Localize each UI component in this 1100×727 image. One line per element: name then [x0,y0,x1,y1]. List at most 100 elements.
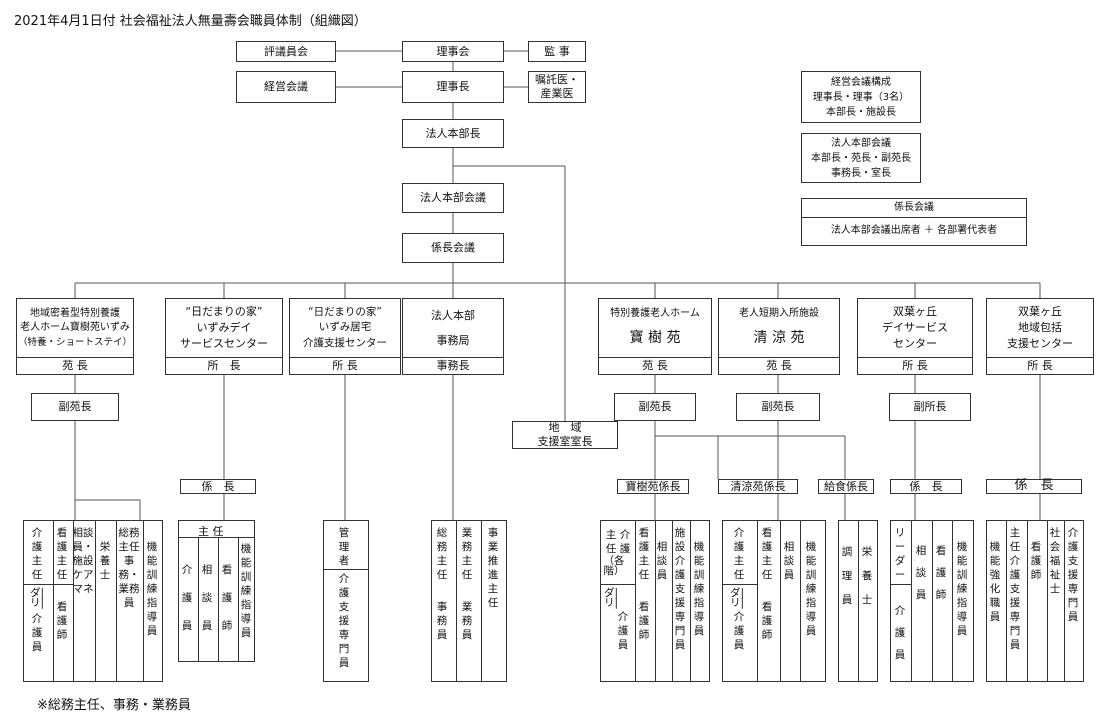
staff-group-6 [722,520,826,682]
staff-divider [600,584,635,585]
honbu-info-line2: 事務長・室長 [831,167,891,179]
staff-divider [911,520,912,682]
staff-divider [218,537,219,662]
staff-somu-shunin: 総務主任事務・業務員 [118,527,140,609]
staff-divider [858,520,859,682]
kakaricho-7-box: 係 長 [890,479,962,494]
staff-kango-shunin: 看護主任 [56,527,68,581]
staff-divider [952,520,953,682]
facility-4-box: 法人本部 事務局 [402,298,504,358]
rijicho-box: 理事長 [402,71,504,103]
staff-group-3 [323,520,369,682]
facility-1-line2: 老人ホーム寶樹苑いずみ [20,322,130,334]
kakari-info-title: 係長会議 [894,201,934,213]
staff-6-choriin: 調理員 [841,546,853,606]
facility-6-box: 老人短期入所施設 清 涼 苑 [718,298,840,358]
staff-group-2 [178,520,255,662]
keiei-info-box: 経営会議構成 理事長・理事（3名） 本部長・施設長 [801,71,921,123]
staff-sodanin-caremanager: 相談員・施設ケアマネ [72,527,94,595]
staff-divider [23,584,73,585]
facility-1-line1: 地域密着型特別養護 [30,307,120,319]
facility-8-head: 所 長 [986,358,1094,375]
facility-3-head: 所 長 [289,358,401,375]
chiiki-shienshitsu-box: 地 域 支援室室長 [512,421,618,449]
facility-2-line3: サービスセンター [180,336,268,350]
staff-divider [456,520,457,682]
staff-divider [800,520,801,682]
facility-2-head: 所 長 [165,358,283,375]
facility-5-line2: 寶 樹 苑 [629,330,681,346]
kakari-info-title-box: 係長会議 [801,198,1027,218]
facility-7-line3: センター [893,336,937,350]
staff-divider [1006,520,1007,682]
staff-2-kangoshi: 看護師 [221,564,233,632]
fukushocho-7-label: 副所長 [913,400,947,414]
kanji-box: 監 事 [528,41,586,62]
staff-kaigoin: 介護員 [31,613,43,653]
staff-divider [635,520,636,682]
facility-6-head: 苑 長 [718,358,840,375]
facility-6-head-label: 苑 長 [766,359,792,373]
staff-group-4 [431,520,507,682]
facility-3-line2: いずみ居宅 [318,321,372,334]
staff-5-shisetsu-kaigo-shien: 施設介護支援専門員 [674,527,686,651]
staff-kaigo-shunin: 介護主任 [31,527,43,581]
staff-6-sodanin: 相談員 [783,541,795,581]
staff-divider [178,537,255,538]
facility-2-line1: “日だまりの家” [185,305,263,319]
kakaricho-5-label: 寶樹苑係長 [625,479,681,493]
staff-divider [323,569,369,570]
kakaricho-8-label: 係 長 [1014,478,1054,494]
kakari-info-body-box: 法人本部会議出席者 ＋ 各部署代表者 [801,218,1027,246]
kyushoku-kakaricho-box: 給食係長 [818,479,874,494]
facility-5-head-label: 苑 長 [642,359,668,373]
facility-5-head: 苑 長 [598,358,712,375]
fukuencho-5-box: 副苑長 [614,393,696,421]
kakaricho-2-box: 係 長 [180,479,256,494]
staff-somu-shunin-4: 総務主任 [436,527,448,581]
shokui-box: 嘱託医・産業医 [528,71,586,103]
staff-divider [1047,520,1048,682]
staff-kaigo-shien-senmonin: 介護支援専門員 [338,573,350,669]
chart-title: 2021年4月1日付 社会福祉法人無量壽会職員体制（組織図） [14,14,367,29]
staff-7-kaigoin: 介護員 [894,605,906,661]
fukuencho-5-label: 副苑長 [638,400,672,414]
kakaricho-6-label: 清涼苑係長 [730,479,786,493]
kakaricho-2-label: 係 長 [201,479,235,493]
staff-divider [95,520,96,682]
honbu-info-box: 法人本部会議 本部長・苑長・副苑長 事務長・室長 [801,133,921,183]
rijikai-label: 理事会 [436,44,470,58]
staff-divider [481,520,482,682]
staff-group-8 [986,520,1084,682]
staff-divider [143,520,144,682]
staff-7-kangoshi: 看護師 [935,545,947,601]
staff-5-kaigo: 介護 [619,529,631,555]
facility-2-box: “日だまりの家” いずみデイ サービスセンター [165,298,283,358]
staff-2-kino-kunren: 機能訓練指導員 [240,543,252,639]
facility-4-head: 事務長 [402,358,504,375]
facility-2-head-label: 所 長 [207,359,241,373]
hyogiin-label: 評議員会 [264,44,308,58]
facility-3-box: “日だまりの家” いずみ居宅 介護支援センター [289,298,401,358]
staff-6-kango-shunin: 看護主任 [761,527,773,581]
staff-group-1 [23,520,163,682]
staff-divider [198,537,199,662]
shunin-2-label: 主 任 [198,525,224,538]
keiei-box: 経営会議 [236,71,336,103]
staff-6-kangoshi: 看護師 [761,601,773,641]
shokui-label-2: 産業医 [540,87,574,100]
staff-divider [890,584,911,585]
staff-jigyo-suishin-shunin: 事業推進主任 [487,527,499,609]
staff-divider [690,520,691,682]
fukuencho-6-box: 副苑長 [736,393,820,421]
honbukaigi-label: 法人本部会議 [420,191,486,205]
staff-divider [722,584,757,585]
staff-6-kino-kunren: 機能訓練指導員 [805,541,817,637]
staff-gyomu-shunin: 業務主任 [461,527,473,581]
staff-6-eiyoshi: 栄養士 [861,546,873,606]
fukushocho-7-box: 副所長 [889,393,971,421]
staff-7-kino-kunren: 機能訓練指導員 [956,541,968,637]
facility-7-head: 所 長 [857,358,973,375]
chiiki-line2: 支援室室長 [537,435,593,448]
kakarichokaigi-label: 係長会議 [431,241,475,255]
